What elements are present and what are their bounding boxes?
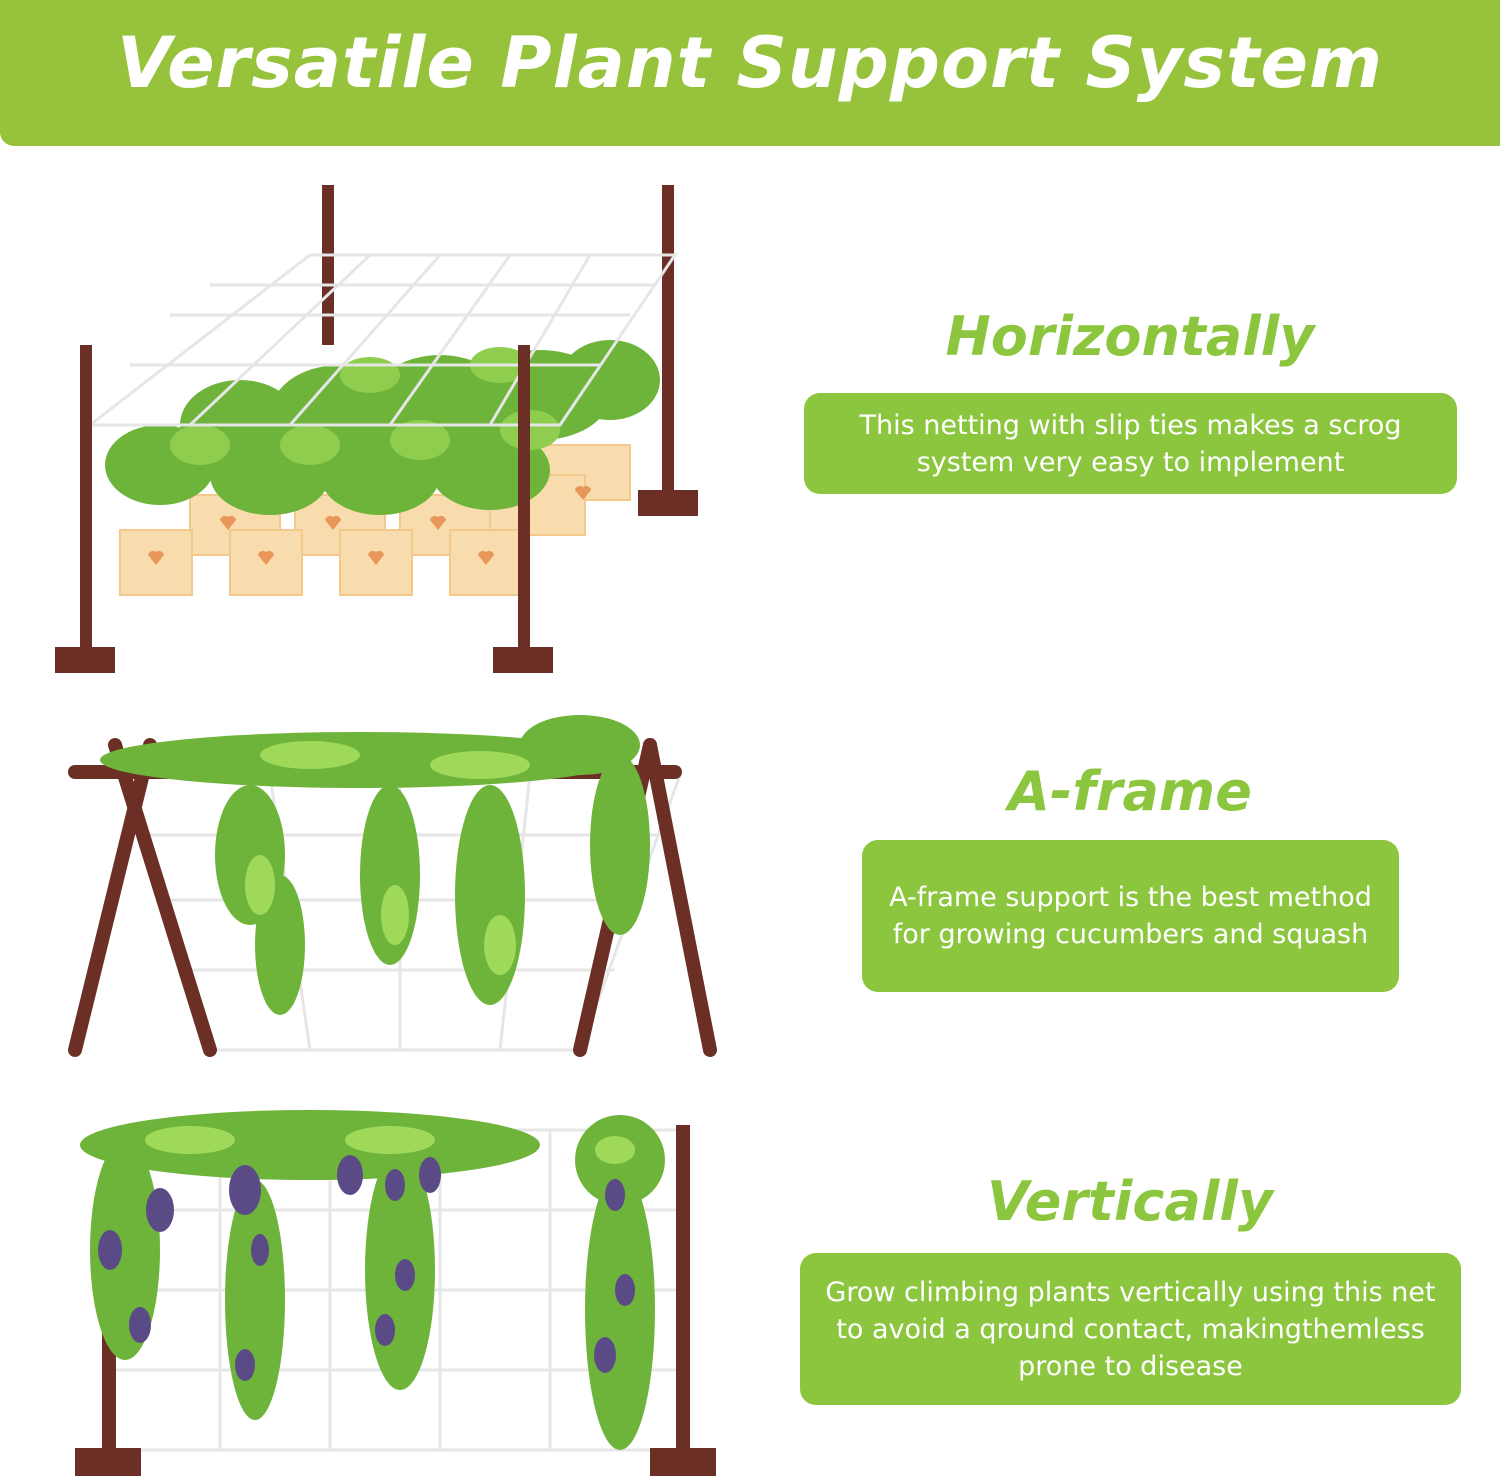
- section-description-a-frame: A-frame support is the best method for g…: [862, 840, 1399, 992]
- a-frame-trellis-illustration: [68, 715, 717, 1057]
- section-description-vertically: Grow climbing plants vertically using th…: [800, 1253, 1461, 1405]
- section-heading-horizontally: Horizontally: [945, 305, 1315, 368]
- horizontal-trellis-illustration: [55, 185, 698, 673]
- section-heading-a-frame: A-frame: [1008, 760, 1252, 823]
- section-description-horizontally: This netting with slip ties makes a scro…: [804, 393, 1457, 494]
- section-heading-vertically: Vertically: [986, 1170, 1274, 1233]
- page-title: Versatile Plant Support System: [117, 22, 1383, 104]
- vertical-trellis-illustration: [75, 1110, 716, 1476]
- title-banner: Versatile Plant Support System: [0, 0, 1500, 146]
